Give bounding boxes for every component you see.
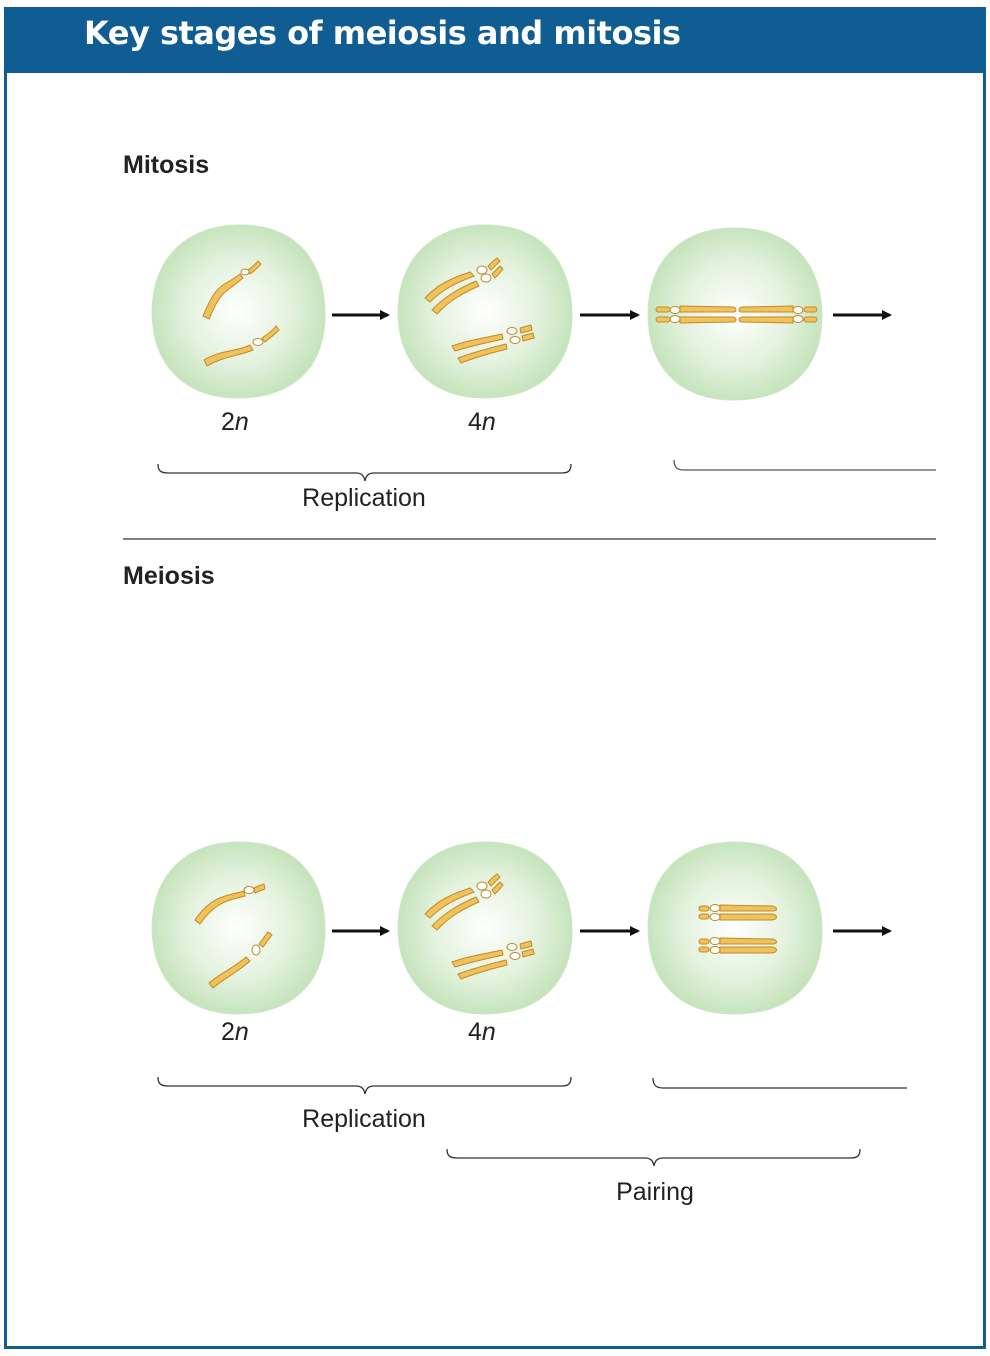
sister-chromatids: [424, 873, 504, 931]
cell-4n: [397, 224, 573, 399]
sister-chromatids: [451, 324, 535, 364]
cell-2n: [151, 841, 326, 1015]
mitosis-label: Mitosis: [123, 151, 210, 179]
replication-label: Replication: [302, 1105, 426, 1133]
meiosis-row: 2n 4n Replication Pairing: [151, 841, 907, 1206]
cell-membrane: [647, 227, 823, 401]
paired-homolog: [698, 904, 777, 921]
replication-bracket: [157, 463, 572, 482]
aligned-chromosome: [655, 305, 737, 324]
aligned-chromosome: [738, 305, 818, 324]
cell-membrane: [397, 841, 573, 1015]
cell-membrane: [151, 224, 326, 399]
figure-frame: [4, 7, 986, 1349]
cell-membrane: [397, 224, 573, 399]
cell-membrane: [647, 841, 823, 1015]
sister-chromatids: [451, 940, 535, 980]
ploidy-label-4n: 4n: [468, 1018, 496, 1046]
chromosome: [202, 260, 262, 320]
sister-chromatids: [424, 257, 504, 315]
open-bracket: [673, 459, 936, 471]
chromosome: [208, 931, 273, 989]
cell-pairing: [647, 841, 823, 1015]
pairing-bracket: [446, 1148, 861, 1167]
chromosome: [203, 325, 280, 367]
replication-label: Replication: [302, 484, 426, 512]
header-bar: [4, 7, 986, 73]
page-title: Key stages of meiosis and mitosis: [84, 14, 681, 52]
replication-bracket: [157, 1076, 572, 1095]
ploidy-label-2n: 2n: [221, 408, 249, 436]
paired-homolog: [698, 937, 777, 954]
ploidy-label-4n: 4n: [468, 408, 496, 436]
mitosis-row: 2n 4n Replication: [151, 224, 936, 512]
pairing-label: Pairing: [616, 1178, 694, 1206]
ploidy-label-2n: 2n: [221, 1018, 249, 1046]
cell-membrane: [151, 841, 326, 1015]
cell-metaphase: [647, 227, 823, 401]
chromosome: [194, 883, 266, 925]
meiosis-label: Meiosis: [123, 562, 215, 590]
cell-2n: [151, 224, 326, 399]
cell-4n: [397, 841, 573, 1015]
open-bracket: [652, 1077, 907, 1089]
